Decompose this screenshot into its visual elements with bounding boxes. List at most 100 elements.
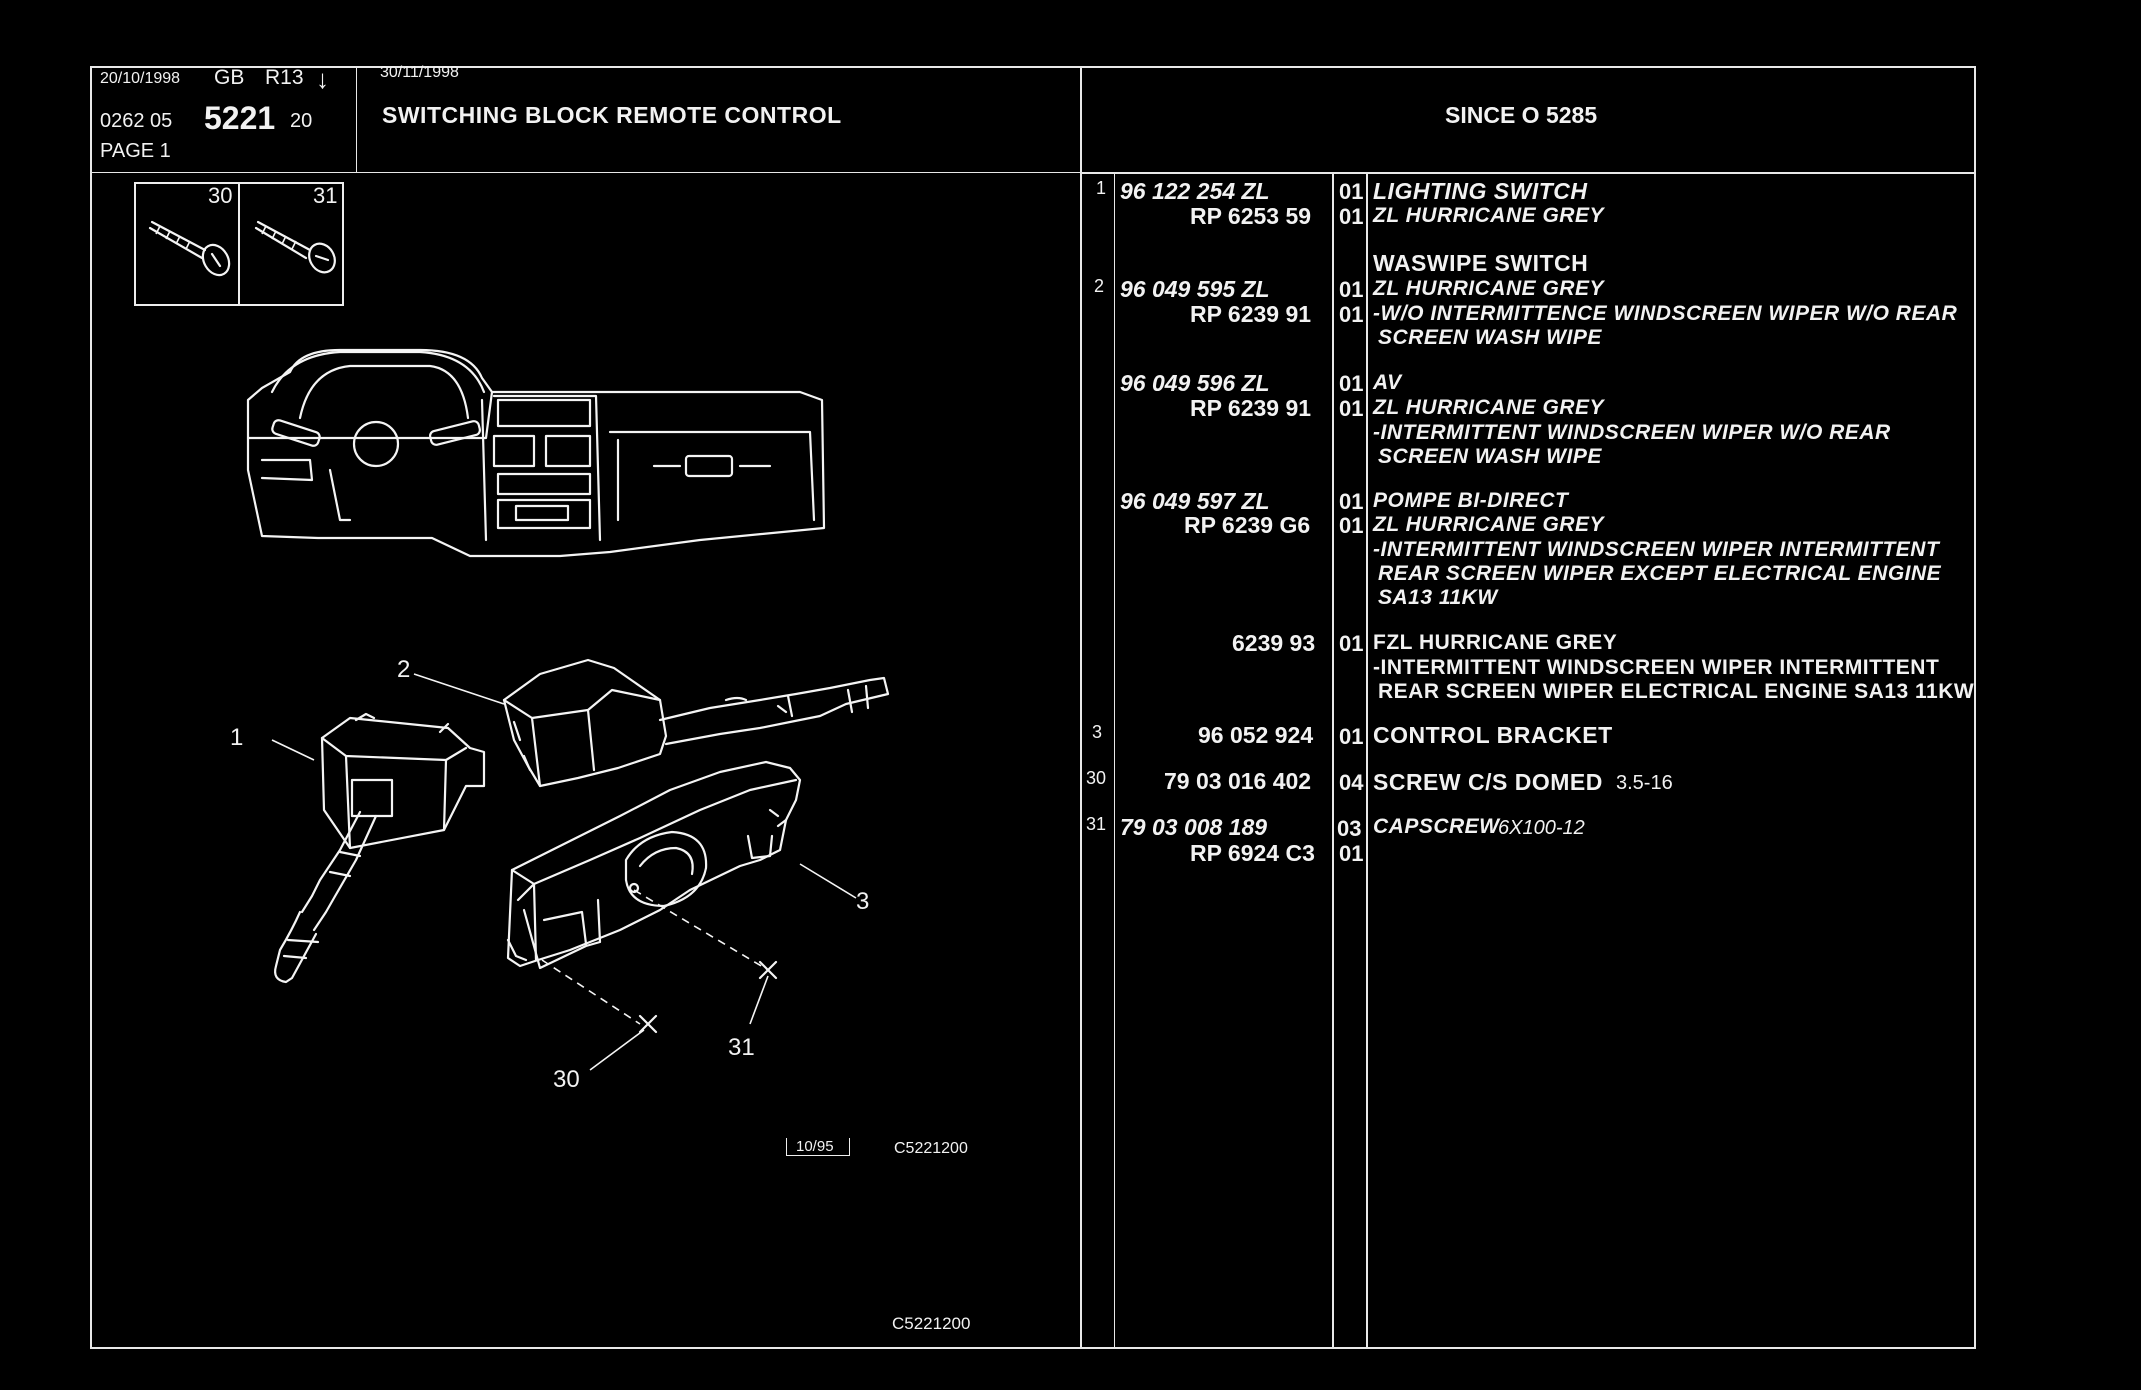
part-desc: AV	[1373, 371, 1402, 394]
part-desc: ZL HURRICANE GREY	[1373, 277, 1604, 300]
leader-3	[799, 863, 857, 899]
header-rev: R13	[265, 66, 304, 89]
bracket-3-drawing	[506, 760, 802, 970]
part-qty: 01	[1339, 841, 1364, 866]
part-code: 6239 93	[1232, 630, 1316, 656]
part-desc: REAR SCREEN WIPER EXCEPT ELECTRICAL ENGI…	[1378, 562, 1942, 585]
part-group-heading: WASWIPE SWITCH	[1373, 250, 1589, 276]
item-index: 31	[1086, 814, 1107, 834]
screw-box-31	[240, 182, 344, 306]
col-divider-index	[1114, 172, 1115, 1349]
part-qty: 01	[1339, 513, 1364, 538]
screw-31-icon	[254, 220, 336, 274]
item-index: 1	[1096, 178, 1107, 198]
callout-3: 3	[856, 888, 870, 915]
page-frame	[90, 66, 1976, 1349]
part-desc: -INTERMITTENT WINDSCREEN WIPER INTERMITT…	[1373, 538, 1940, 561]
part-code: 79 03 008 189	[1120, 814, 1268, 840]
switch-1-drawing	[274, 712, 486, 984]
part-code: 96 049 597 ZL	[1120, 488, 1270, 514]
switch-2-drawing	[502, 658, 890, 788]
leader-30-label	[589, 1029, 645, 1071]
header-lang: GB	[214, 66, 245, 89]
part-code: RP 6239 91	[1190, 395, 1312, 421]
part-desc: REAR SCREEN WIPER ELECTRICAL ENGINE SA13…	[1378, 680, 1975, 703]
callout-31: 31	[728, 1034, 755, 1061]
part-spec: 6X100-12	[1498, 817, 1585, 839]
part-code: 96 052 924	[1198, 722, 1314, 748]
part-qty: 01	[1339, 277, 1364, 302]
col-divider-desc	[1366, 172, 1368, 1349]
screw-label-30: 30	[208, 183, 233, 208]
leader-1	[271, 739, 315, 761]
part-code: RP 6924 C3	[1190, 840, 1315, 866]
part-qty: 01	[1339, 204, 1364, 229]
part-desc: -INTERMITTENT WINDSCREEN WIPER INTERMITT…	[1373, 656, 1940, 679]
figure-code-bottom: C5221200	[892, 1314, 971, 1333]
header-date1: 20/10/1998	[100, 70, 181, 87]
part-desc: CONTROL BRACKET	[1373, 722, 1613, 748]
header-ref-prefix: 0262 05	[100, 110, 173, 132]
header-divider-left	[90, 172, 1082, 173]
callout-2: 2	[397, 656, 411, 683]
cross-31	[758, 960, 778, 980]
header-page: PAGE 1	[100, 140, 171, 162]
part-spec: 3.5-16	[1616, 772, 1673, 794]
screw-30-icon	[148, 220, 231, 277]
part-desc: SCREEN WASH WIPE	[1378, 445, 1602, 468]
part-desc: LIGHTING SWITCH	[1373, 178, 1588, 204]
part-qty: 01	[1339, 724, 1364, 749]
dashboard-drawing	[246, 348, 826, 558]
part-qty: 01	[1339, 396, 1364, 421]
part-desc: SCREW C/S DOMED	[1373, 769, 1603, 795]
header-date2: 30/11/1998	[380, 64, 459, 81]
revision-stamp-text: 10/95	[796, 1138, 834, 1155]
header-divider	[1082, 172, 1976, 174]
part-desc: -W/O INTERMITTENCE WINDSCREEN WIPER W/O …	[1373, 302, 1958, 325]
part-desc: POMPE BI-DIRECT	[1373, 489, 1569, 512]
down-arrow-icon: ↓	[316, 64, 329, 94]
screw-label-31: 31	[313, 183, 338, 208]
header-divider-vertical	[356, 66, 357, 172]
part-desc: FZL HURRICANE GREY	[1373, 631, 1618, 654]
part-desc: SCREEN WASH WIPE	[1378, 326, 1602, 349]
part-qty: 03	[1337, 816, 1362, 841]
part-qty: 01	[1339, 371, 1364, 396]
part-desc: -INTERMITTENT WINDSCREEN WIPER W/O REAR	[1373, 421, 1891, 444]
screw-box-30	[134, 182, 240, 306]
leader-30-dash	[541, 959, 641, 1025]
leader-31-dash	[633, 889, 769, 971]
part-desc: ZL HURRICANE GREY	[1373, 396, 1604, 419]
part-desc: SA13 11KW	[1378, 586, 1498, 609]
part-qty: 01	[1339, 302, 1364, 327]
part-desc: ZL HURRICANE GREY	[1373, 513, 1604, 536]
part-code: RP 6239 G6	[1184, 512, 1311, 538]
leader-31-label	[749, 975, 769, 1025]
part-code: 96 049 596 ZL	[1120, 370, 1270, 396]
cross-30	[638, 1014, 658, 1034]
part-qty: 04	[1339, 770, 1364, 795]
part-code: 96 122 254 ZL	[1120, 178, 1270, 204]
page-title: SWITCHING BLOCK REMOTE CONTROL	[382, 102, 842, 128]
col-divider-main	[1080, 66, 1082, 1349]
item-index: 30	[1086, 768, 1107, 788]
revision-stamp	[786, 1138, 850, 1156]
item-index: 3	[1092, 722, 1103, 742]
part-desc: CAPSCREW	[1373, 815, 1500, 838]
header-ref-suffix: 20	[290, 110, 313, 132]
part-qty: 01	[1339, 489, 1364, 514]
header-ref-main: 5221	[204, 100, 276, 136]
part-qty: 01	[1339, 631, 1364, 656]
col-divider-qty	[1332, 172, 1334, 1349]
part-qty: 01	[1339, 179, 1364, 204]
part-code: RP 6253 59	[1190, 203, 1312, 229]
callout-30: 30	[553, 1066, 580, 1093]
leader-2	[413, 673, 505, 705]
figure-code-inner: C5221200	[894, 1140, 968, 1157]
part-desc: ZL HURRICANE GREY	[1373, 204, 1604, 227]
part-code: 96 049 595 ZL	[1120, 276, 1270, 302]
item-index: 2	[1094, 276, 1105, 296]
since-label: SINCE O 5285	[1445, 102, 1598, 128]
